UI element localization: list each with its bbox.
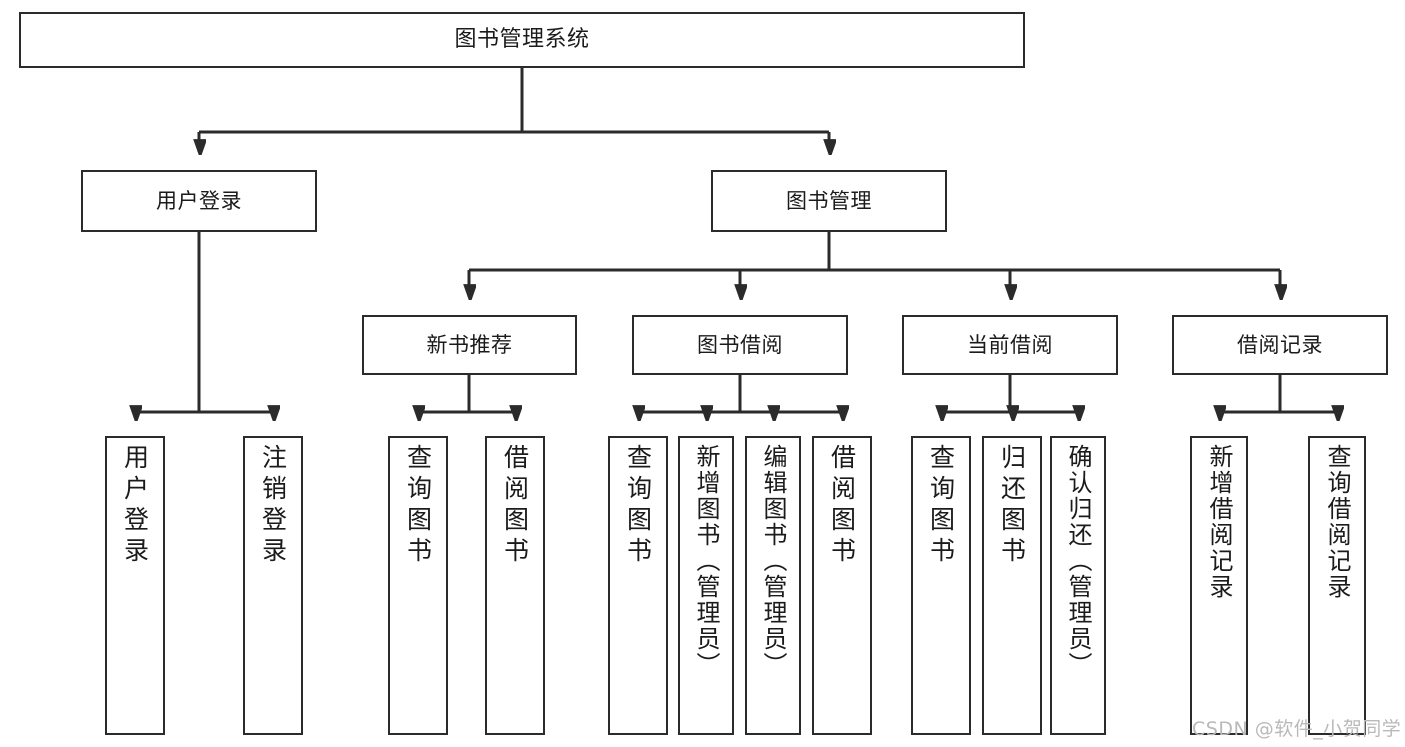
node-label: 借阅记录	[1237, 332, 1323, 357]
leaf-edit-book-admin[interactable]: 编辑图书（管理员）	[745, 436, 801, 735]
leaf-query-book-recommend[interactable]: 查询图书	[388, 436, 448, 735]
node-book-management[interactable]: 图书管理	[711, 170, 947, 232]
node-label: 图书管理系统	[454, 27, 590, 53]
node-label: 编辑图书（管理员）	[759, 444, 787, 678]
node-label: 查询图书	[623, 444, 653, 568]
node-current-borrow[interactable]: 当前借阅	[902, 315, 1118, 375]
edge-current-borrow-to-leaves	[941, 375, 1078, 418]
node-root-system[interactable]: 图书管理系统	[19, 12, 1025, 68]
node-label: 新书推荐	[426, 332, 513, 357]
leaf-borrow-book-recommend[interactable]: 借阅图书	[485, 436, 545, 735]
leaf-add-borrow-record[interactable]: 新增借阅记录	[1190, 436, 1248, 735]
node-label: 用户登录	[156, 188, 242, 213]
node-borrow-records[interactable]: 借阅记录	[1172, 315, 1388, 375]
node-label: 查询借阅记录	[1323, 444, 1351, 600]
node-label: 注销登录	[258, 444, 288, 568]
edge-records-to-leaves	[1219, 375, 1337, 418]
leaf-add-book-admin[interactable]: 新增图书（管理员）	[678, 436, 734, 735]
node-user-login[interactable]: 用户登录	[81, 170, 317, 232]
leaf-return-book[interactable]: 归还图书	[982, 436, 1042, 735]
node-label: 图书管理	[786, 188, 872, 213]
leaf-confirm-return-admin[interactable]: 确认归还（管理员）	[1050, 436, 1106, 735]
node-label: 确认归还（管理员）	[1064, 444, 1092, 678]
leaf-borrow-book[interactable]: 借阅图书	[812, 436, 872, 735]
edge-borrow-to-leaves	[638, 375, 842, 418]
leaf-query-book-current[interactable]: 查询图书	[911, 436, 971, 735]
edge-book-mgmt-to-level3	[469, 232, 1280, 297]
node-label: 新增图书（管理员）	[692, 444, 720, 678]
edge-root-to-level2	[199, 68, 829, 152]
leaf-query-book-borrow[interactable]: 查询图书	[608, 436, 668, 735]
node-label: 新增借阅记录	[1205, 444, 1233, 600]
node-new-book-recommend[interactable]: 新书推荐	[362, 315, 577, 375]
node-label: 借阅图书	[500, 444, 530, 568]
edge-user-login-to-leaves	[135, 232, 273, 418]
node-label: 借阅图书	[827, 444, 857, 568]
leaf-user-login[interactable]: 用户登录	[105, 436, 165, 735]
leaf-logout[interactable]: 注销登录	[243, 436, 303, 735]
leaf-query-borrow-record[interactable]: 查询借阅记录	[1308, 436, 1366, 735]
node-label: 图书借阅	[697, 332, 783, 357]
node-label: 当前借阅	[967, 332, 1053, 357]
node-label: 归还图书	[997, 444, 1027, 568]
node-label: 用户登录	[120, 444, 150, 568]
node-book-borrow[interactable]: 图书借阅	[632, 315, 848, 375]
node-label: 查询图书	[403, 444, 433, 568]
csdn-watermark: CSDN @软件_小贺同学	[1192, 718, 1402, 740]
edge-new-book-to-leaves	[418, 375, 515, 418]
node-label: 查询图书	[926, 444, 956, 568]
